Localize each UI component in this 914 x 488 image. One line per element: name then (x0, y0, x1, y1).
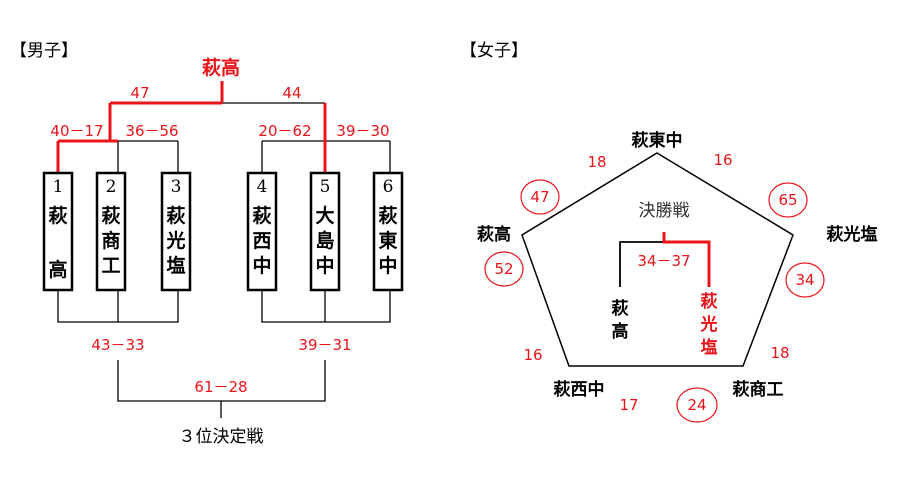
boys-winner-path (56, 81, 327, 173)
team-name-char: 商 (101, 229, 120, 252)
boys-third-place-score: 61－28 (194, 378, 247, 396)
team-number: 5 (320, 177, 331, 197)
girls-circled-score-right-lower: 34 (785, 262, 825, 298)
team-name-char: 中 (315, 254, 334, 277)
team-name-char: 光 (165, 229, 185, 252)
boys-score-bottom-left: 43－33 (91, 336, 144, 354)
team-name-char: 島 (315, 229, 334, 252)
boys-champion: 萩高 (202, 56, 240, 79)
girls-edge-score-top-right: 16 (713, 151, 732, 169)
girls-final-team-left-char: 高 (612, 321, 629, 342)
girls-final-bracket (619, 232, 711, 287)
team-name-char: 工 (101, 255, 120, 277)
svg-text:47: 47 (530, 188, 549, 206)
girls-final-team-right-char: 萩 (701, 291, 718, 312)
team-number: 3 (171, 177, 182, 197)
boys-score-1-2: 40－17 (50, 122, 103, 140)
boys-team-box-1: 1 萩 高 (42, 171, 74, 292)
team-name-char: 萩 (166, 205, 185, 227)
boys-team-box-2: 2 萩 商 工 (95, 171, 127, 292)
girls-node-right: 萩光塩 (827, 224, 878, 245)
team-name-char: 東 (378, 229, 397, 252)
boys-score-5-6: 39－30 (336, 122, 389, 140)
girls-circled-score-bottom: 24 (676, 387, 718, 423)
girls-node-top: 萩東中 (632, 130, 683, 151)
team-number: 1 (53, 177, 64, 197)
team-name-char: 大 (315, 204, 334, 227)
girls-edge-score-bottom: 17 (619, 396, 638, 414)
boys-team-box-3: 3 萩 光 塩 (160, 171, 192, 292)
team-name-char: 萩 (378, 205, 397, 227)
team-name-char: 西 (252, 230, 271, 252)
girls-heading: 【女子】 (460, 41, 528, 61)
girls-league-pentagon (521, 152, 794, 367)
svg-text:65: 65 (778, 191, 797, 209)
boys-third-place-label: ３位決定戦 (179, 427, 264, 447)
girls-node-left: 萩高 (477, 224, 511, 245)
team-number: 4 (257, 177, 268, 197)
team-name-char: 中 (252, 254, 271, 277)
girls-node-bottom-left: 萩西中 (554, 379, 605, 400)
girls-final-team-right-char: 光 (700, 314, 718, 335)
boys-team-box-5: 5 大 島 中 (309, 171, 341, 292)
girls-circled-score-left-upper: 47 (520, 179, 560, 215)
girls-circled-score-left-lower: 52 (484, 251, 524, 287)
girls-edge-score-left-bottom: 16 (523, 346, 542, 364)
boys-team-box-6: 6 萩 東 中 (372, 171, 404, 292)
team-number: 2 (106, 177, 117, 197)
team-number: 6 (383, 177, 394, 197)
team-name-char: 萩 (101, 205, 120, 227)
girls-edge-score-top-left: 18 (587, 153, 606, 171)
boys-score-4-5: 20－62 (258, 122, 311, 140)
boys-team-box-4: 4 萩 西 中 (246, 171, 278, 292)
team-name-char: 高 (48, 258, 67, 281)
boys-final-score-right: 44 (282, 84, 301, 102)
girls-final-score: 34－37 (637, 252, 690, 270)
svg-text:24: 24 (687, 396, 706, 414)
girls-final-team-right-char: 塩 (701, 337, 718, 358)
svg-text:52: 52 (494, 260, 513, 278)
team-name-char: 萩 (48, 205, 67, 227)
boys-final-score-left: 47 (130, 84, 149, 102)
boys-score-bottom-right: 39－31 (298, 336, 351, 354)
team-name-char: 中 (378, 254, 397, 277)
girls-circled-score-right-upper: 65 (768, 182, 808, 218)
girls-final-team-left-char: 萩 (612, 298, 629, 319)
team-name-char: 塩 (166, 254, 185, 277)
girls-edge-score-right-bottom: 18 (770, 344, 789, 362)
boys-score-2-3: 36－56 (125, 122, 178, 140)
team-name-char: 萩 (252, 205, 271, 227)
girls-node-bottom-right: 萩商工 (733, 379, 784, 400)
girls-final-label: 決勝戦 (639, 201, 690, 221)
boys-heading: 【男子】 (10, 41, 78, 61)
svg-text:34: 34 (795, 271, 814, 289)
